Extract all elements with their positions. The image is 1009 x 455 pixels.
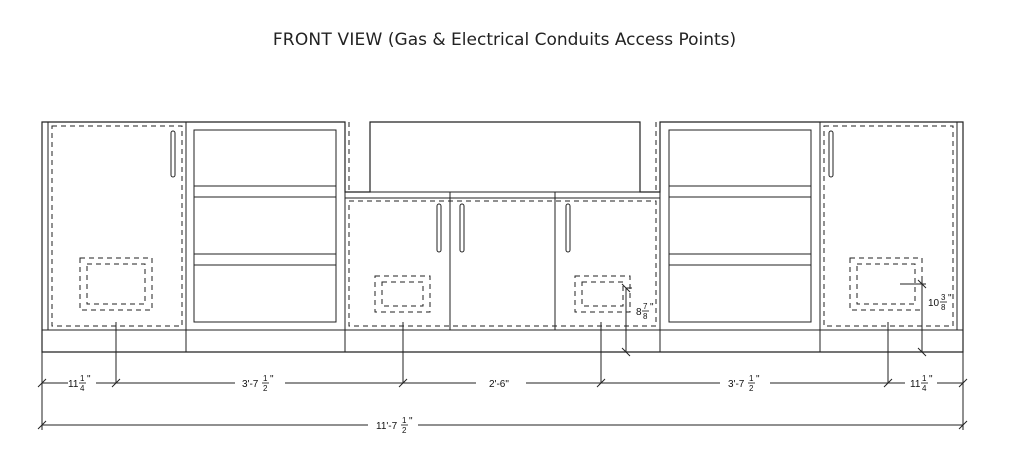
dim-unit: " xyxy=(948,293,952,304)
dim-unit: " xyxy=(756,374,760,385)
right-door-handle xyxy=(828,130,834,178)
dim-whole: 3'-7 xyxy=(242,379,259,390)
dim-label-seg5: 11 1 4 " xyxy=(910,374,933,393)
dim-whole: 11'-7 xyxy=(376,421,398,432)
dim-tick xyxy=(111,378,121,388)
right-door-dashed xyxy=(823,125,954,327)
dim-unit: " xyxy=(409,416,413,427)
dim-num: 1 xyxy=(922,374,927,383)
middle-dashed xyxy=(348,200,657,327)
dim-whole: 10 xyxy=(928,298,940,309)
dim-label-seg4: 3'-7 1 2 " xyxy=(728,374,760,393)
dim-den: 8 xyxy=(941,303,946,312)
dim-label-height-mid: 8 7 8 " xyxy=(636,302,654,321)
dim-num: 1 xyxy=(80,374,85,383)
dim-den: 2 xyxy=(402,426,407,435)
dim-label-total: 11'-7 1 2 " xyxy=(376,416,413,435)
dim-den: 4 xyxy=(922,384,927,393)
dim-whole: 11 xyxy=(68,379,79,390)
dim-label-seg1: 11 1 4 " xyxy=(68,374,91,393)
dim-tick xyxy=(958,378,968,388)
right-shelf-cabinet xyxy=(659,121,821,331)
middle-handle xyxy=(436,203,442,253)
dim-num: 1 xyxy=(749,374,754,383)
dim-label-height-right: 10 3 8 " xyxy=(928,293,952,312)
right-access-point-inner xyxy=(856,263,916,305)
dim-den: 2 xyxy=(263,384,268,393)
middle-right-access-point xyxy=(574,275,631,313)
height-dim-right-tick xyxy=(917,347,927,357)
dim-tick xyxy=(596,378,606,388)
dim-unit: " xyxy=(929,374,933,385)
left-shelf-frame xyxy=(193,129,337,323)
dim-whole: 2'-6" xyxy=(489,379,509,390)
middle-right-access-point-inner xyxy=(581,281,624,307)
dim-tick xyxy=(37,378,47,388)
left-door-dashed xyxy=(51,125,183,327)
right-access-point xyxy=(849,257,923,311)
dim-num: 1 xyxy=(263,374,268,383)
drawing-title: FRONT VIEW (Gas & Electrical Conduits Ac… xyxy=(0,30,1009,50)
dim-tick xyxy=(398,378,408,388)
dim-den: 2 xyxy=(749,384,754,393)
middle-access-point xyxy=(374,275,431,313)
left-access-point xyxy=(79,257,153,311)
middle-handle xyxy=(565,203,571,253)
left-access-point-inner xyxy=(86,263,146,305)
height-dim-mid-tick xyxy=(621,347,631,357)
dim-label-seg3: 2'-6" xyxy=(489,379,509,390)
title-main: FRONT VIEW xyxy=(272,30,383,50)
left-shelf-cabinet xyxy=(185,121,346,331)
dim-den: 4 xyxy=(80,384,85,393)
dim-tick xyxy=(958,420,968,430)
dim-unit: " xyxy=(650,302,654,313)
left-door-handle xyxy=(170,130,176,178)
dim-tick xyxy=(883,378,893,388)
dim-unit: " xyxy=(87,374,91,385)
dim-unit: " xyxy=(270,374,274,385)
title-sub: (Gas & Electrical Conduits Access Points… xyxy=(387,30,737,50)
counter-outline xyxy=(41,121,964,353)
dim-whole: 8 xyxy=(636,307,642,318)
dim-den: 8 xyxy=(643,312,648,321)
right-shelf-frame xyxy=(668,129,812,323)
dim-num: 1 xyxy=(402,416,407,425)
dim-tick xyxy=(37,420,47,430)
dim-whole: 11 xyxy=(910,379,921,390)
dim-whole: 3'-7 xyxy=(728,379,745,390)
dim-num: 3 xyxy=(941,293,946,302)
dim-num: 7 xyxy=(643,302,648,311)
dim-label-seg2: 3'-7 1 2 " xyxy=(242,374,274,393)
middle-cabinet xyxy=(344,191,661,331)
left-door-cabinet xyxy=(47,121,187,331)
middle-handle xyxy=(459,203,465,253)
middle-access-point-inner xyxy=(381,281,424,307)
